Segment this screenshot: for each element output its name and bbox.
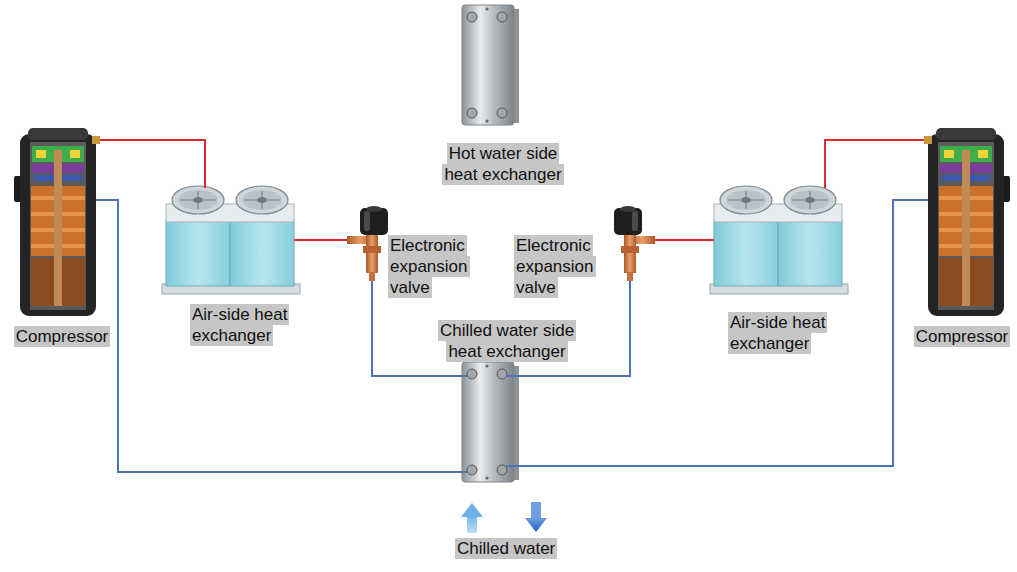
air-heat-exchanger-illustration <box>710 186 848 294</box>
compressor-illustration <box>14 128 112 316</box>
component-label: Air-side heat exchanger <box>190 304 304 346</box>
air-side-heat-exchanger: Air-side heat exchanger <box>158 178 304 348</box>
plate-heat-exchanger-illustration <box>462 362 519 482</box>
expansion-valve-illustration <box>342 206 388 300</box>
pipe-stub <box>706 239 714 241</box>
water-flow-arrows <box>461 502 547 533</box>
component-name: Compressor <box>14 326 111 347</box>
compressor: Compressor <box>912 126 1012 351</box>
component-label: Electronic expansion valve <box>388 235 478 298</box>
refrigerant-pipe <box>586 300 630 376</box>
refrigerant-pipe <box>372 300 428 376</box>
refrigerant-pipe <box>112 200 428 472</box>
component-name: Electronic expansion valve <box>514 235 596 298</box>
component-label: Hot water side heat exchanger <box>435 143 571 185</box>
component-label: Electronic expansion valve <box>514 235 604 298</box>
pipe-stub <box>506 375 586 377</box>
pipe-stub <box>428 375 468 377</box>
pipe-stub <box>428 471 468 473</box>
component-name: Air-side heat exchanger <box>190 304 289 346</box>
air-heat-exchanger-illustration <box>162 186 300 294</box>
component-label: Compressor <box>912 326 1012 347</box>
refrigerant-pipe <box>304 239 342 241</box>
refrigerant-pipe <box>586 200 912 466</box>
component-name: Air-side heat exchanger <box>728 312 827 354</box>
pipe-stub <box>294 239 304 241</box>
plate-heat-exchanger-illustration <box>462 5 519 125</box>
component-label: Chilled water side heat exchanger <box>430 320 584 362</box>
component-name: Chilled water side heat exchanger <box>438 320 576 362</box>
expansion-valve: Electronic expansion valve <box>512 205 660 300</box>
compressor-illustration <box>912 128 1010 316</box>
component-name: Electronic expansion valve <box>388 235 470 298</box>
pipe-stub <box>204 178 206 188</box>
component-name: Compressor <box>914 326 1011 347</box>
refrigerant-pipe <box>112 140 205 178</box>
pipe-stub <box>824 178 826 188</box>
pipe-stub <box>506 465 586 467</box>
refrigerant-pipe <box>660 239 706 241</box>
flow-label-text: Chilled water <box>455 538 557 559</box>
component-label: Compressor <box>12 326 112 347</box>
hot-water-heat-exchanger: Hot water side heat exchanger <box>432 3 574 188</box>
expansion-valve: Electronic expansion valve <box>342 205 478 300</box>
component-name: Hot water side heat exchanger <box>442 143 563 185</box>
refrigerant-pipe <box>825 140 912 178</box>
flow-label: Chilled water <box>455 538 557 559</box>
component-label: Air-side heat exchanger <box>728 312 846 354</box>
expansion-valve-illustration <box>614 206 660 300</box>
compressor: Compressor <box>12 126 112 351</box>
chilled-water-heat-exchanger: Chilled water side heat exchanger <box>428 318 586 486</box>
air-side-heat-exchanger: Air-side heat exchanger <box>706 178 852 358</box>
